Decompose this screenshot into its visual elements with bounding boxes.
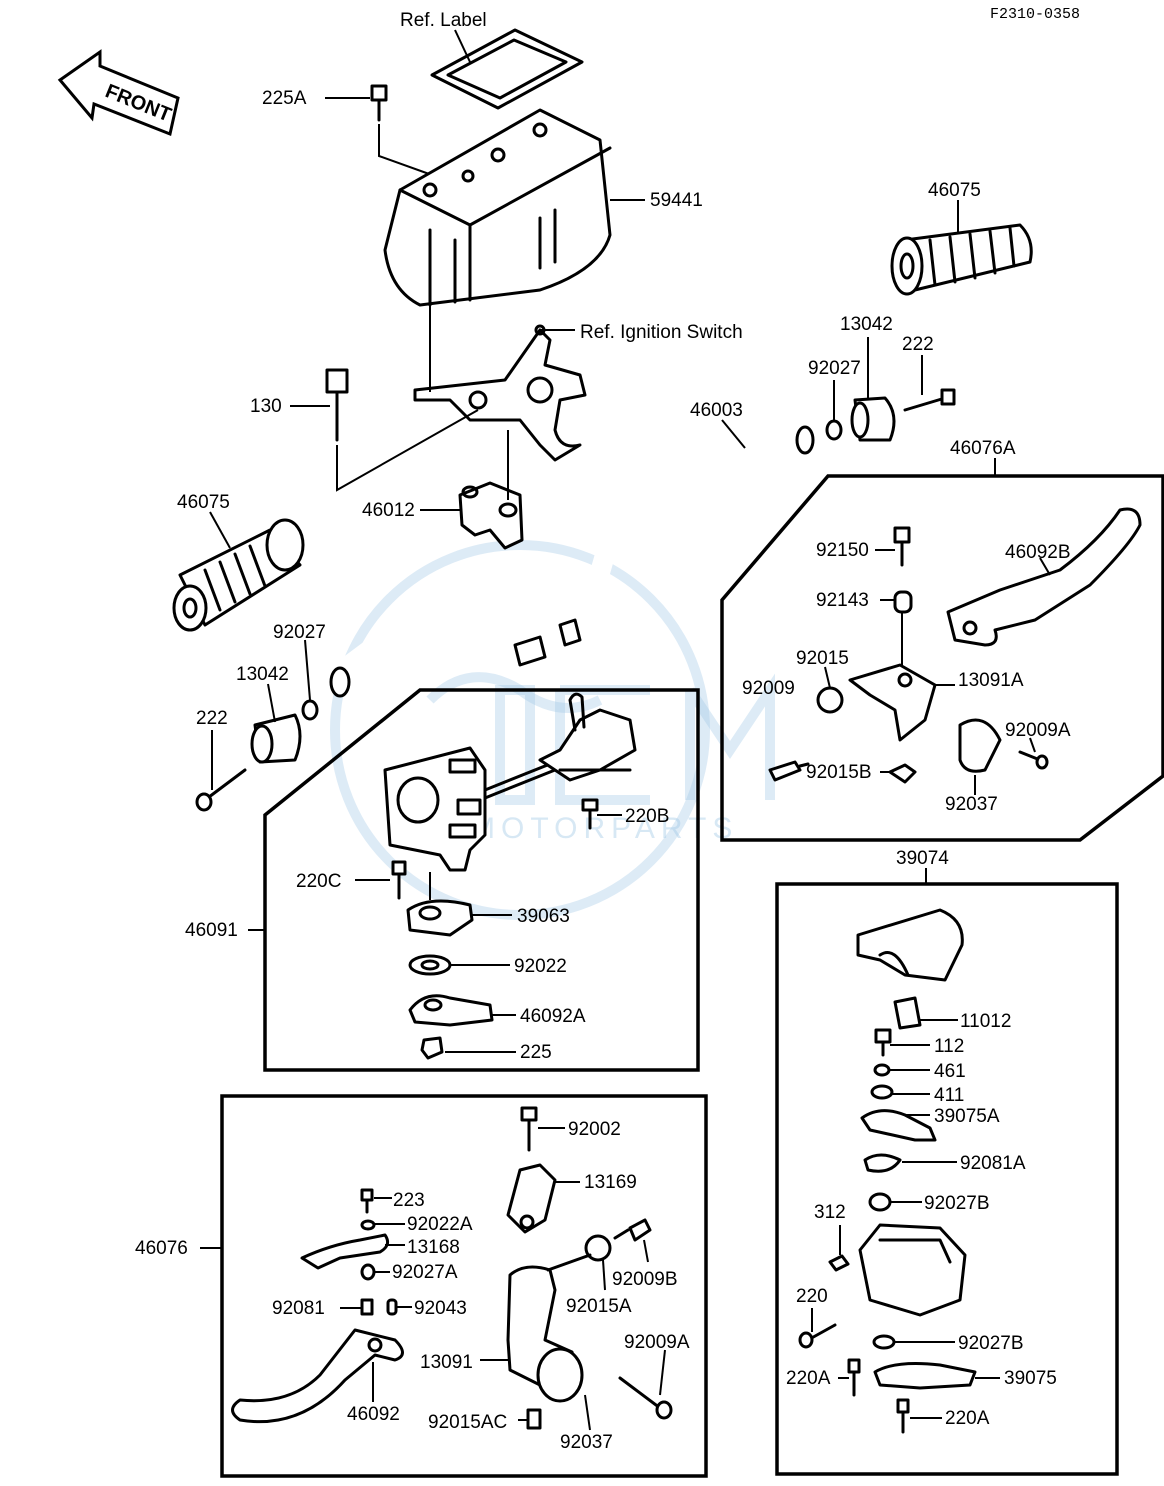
label-13042-left: 13042 (236, 664, 289, 685)
label-13042-right: 13042 (840, 314, 893, 335)
label-112: 112 (934, 1036, 964, 1057)
label-92027-left: 92027 (273, 622, 326, 643)
screw-220C (355, 860, 407, 900)
label-92009B: 92009B (612, 1269, 678, 1290)
label-92143: 92143 (816, 590, 869, 611)
label-92022: 92022 (514, 956, 567, 977)
label-46076: 46076 (135, 1238, 188, 1259)
label-92027B-bottom: 92027B (958, 1333, 1024, 1354)
label-46012: 46012 (362, 500, 415, 521)
label-222-left: 222 (196, 708, 228, 729)
label-ref-label: Ref. Label (400, 10, 487, 31)
label-92022A: 92022A (407, 1214, 473, 1235)
handlebar-clamp-46012 (420, 430, 524, 550)
label-46075-right: 46075 (928, 180, 981, 201)
lever-assembly-46076 (480, 1106, 673, 1431)
label-92027A: 92027A (392, 1262, 458, 1283)
label-92037-left: 92037 (560, 1432, 613, 1453)
label-130: 130 (250, 396, 282, 417)
label-92009A-left: 92009A (624, 1332, 690, 1353)
label-92027B-top: 92027B (924, 1193, 990, 1214)
label-92037-right: 92037 (945, 794, 998, 815)
grip-right-46075 (890, 200, 1033, 296)
front-arrow-icon: FRONT (57, 49, 180, 137)
document-id: F2310-0358 (990, 6, 1080, 23)
label-13091: 13091 (420, 1352, 473, 1373)
watermark-logo: MOTORPARTS (330, 540, 775, 920)
grip-left-46075 (172, 511, 305, 632)
screw-225A (325, 84, 433, 190)
lever-holder-13091A (768, 526, 1049, 795)
label-39075A: 39075A (934, 1106, 1000, 1127)
label-92027-right: 92027 (808, 358, 861, 379)
label-220: 220 (796, 1286, 828, 1307)
label-92015A: 92015A (566, 1296, 632, 1317)
label-46092B: 46092B (1005, 542, 1071, 563)
label-92009A: 92009A (1005, 720, 1071, 741)
label-92043: 92043 (414, 1298, 467, 1319)
label-92015: 92015 (796, 648, 849, 669)
label-223: 223 (393, 1190, 425, 1211)
label-220A-bottom: 220A (945, 1408, 990, 1429)
screw-220B (581, 798, 622, 830)
label-39074: 39074 (896, 848, 949, 869)
switch-stack-left (406, 872, 516, 1060)
lever-46092B (946, 507, 1142, 647)
label-46091: 46091 (185, 920, 238, 941)
switch-housing-left (383, 692, 637, 872)
label-220A-left: 220A (786, 1368, 831, 1389)
ignition-bracket (413, 298, 587, 462)
starter-switch-assembly (798, 908, 1000, 1434)
label-39063: 39063 (517, 906, 570, 927)
box-46076A (720, 458, 1164, 842)
handlebar-46003 (329, 419, 815, 698)
label-312: 312 (814, 1202, 846, 1223)
label-92002: 92002 (568, 1119, 621, 1140)
label-461: 461 (934, 1061, 966, 1082)
label-ref-ignition-switch: Ref. Ignition Switch (580, 322, 743, 343)
label-220B: 220B (625, 806, 669, 827)
label-92015AC: 92015AC (428, 1412, 507, 1433)
label-39075: 39075 (1004, 1368, 1057, 1389)
bolt-130 (290, 368, 479, 492)
label-225A: 225A (262, 88, 307, 109)
label-92150: 92150 (816, 540, 869, 561)
box-39074 (775, 868, 1119, 1476)
label-220C: 220C (296, 871, 341, 892)
label-59441: 59441 (650, 190, 703, 211)
label-225: 225 (520, 1042, 552, 1063)
watermark-text: MOTORPARTS (470, 812, 738, 845)
switch-housing-cover (383, 108, 645, 307)
label-46076A: 46076A (950, 438, 1016, 459)
lever-46092 (231, 1188, 412, 1424)
label-92081: 92081 (272, 1298, 325, 1319)
label-13169: 13169 (584, 1172, 637, 1193)
box-46076 (200, 1094, 708, 1478)
label-11012: 11012 (960, 1011, 1011, 1032)
ref-label-plate (430, 28, 584, 110)
end-weight-left (195, 639, 319, 812)
label-46003: 46003 (690, 400, 743, 421)
label-411: 411 (934, 1085, 964, 1106)
label-222-right: 222 (902, 334, 934, 355)
label-13168: 13168 (407, 1237, 460, 1258)
label-92015B: 92015B (806, 762, 872, 783)
label-92081A: 92081A (960, 1153, 1026, 1174)
label-46075-left: 46075 (177, 492, 230, 513)
label-13091A: 13091A (958, 670, 1024, 691)
box-46091 (248, 688, 700, 1072)
label-46092A: 46092A (520, 1006, 586, 1027)
label-46092: 46092 (347, 1404, 400, 1425)
label-92009: 92009 (742, 678, 795, 699)
end-weight-right (825, 337, 956, 442)
